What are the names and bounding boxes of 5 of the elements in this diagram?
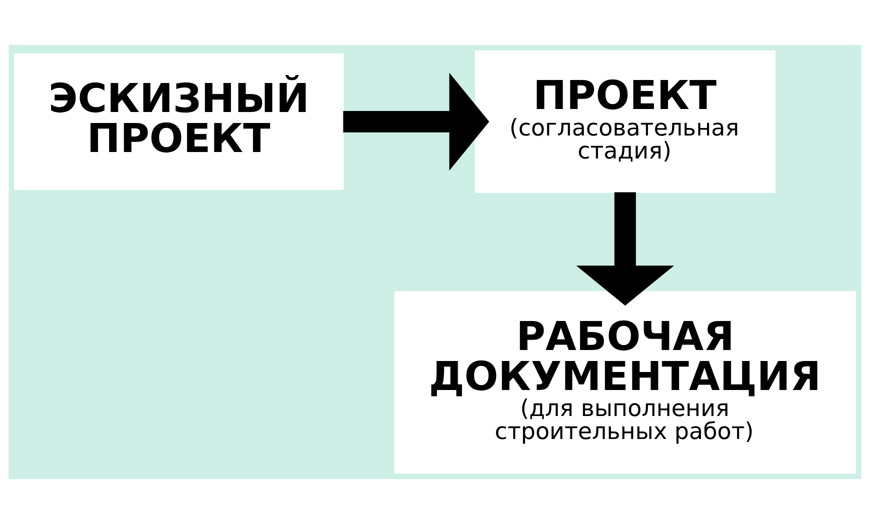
node-box: РАБОЧАЯ ДОКУМЕНТАЦИЯ (для выполнения строительных работ) — [394, 291, 856, 474]
arrow — [576, 192, 674, 306]
node-box: ЭСКИЗНЫЙ ПРОЕКТ — [14, 53, 344, 190]
arrow — [343, 72, 490, 171]
node-box: ПРОЕКТ (согласовательная стадия) — [474, 50, 776, 193]
